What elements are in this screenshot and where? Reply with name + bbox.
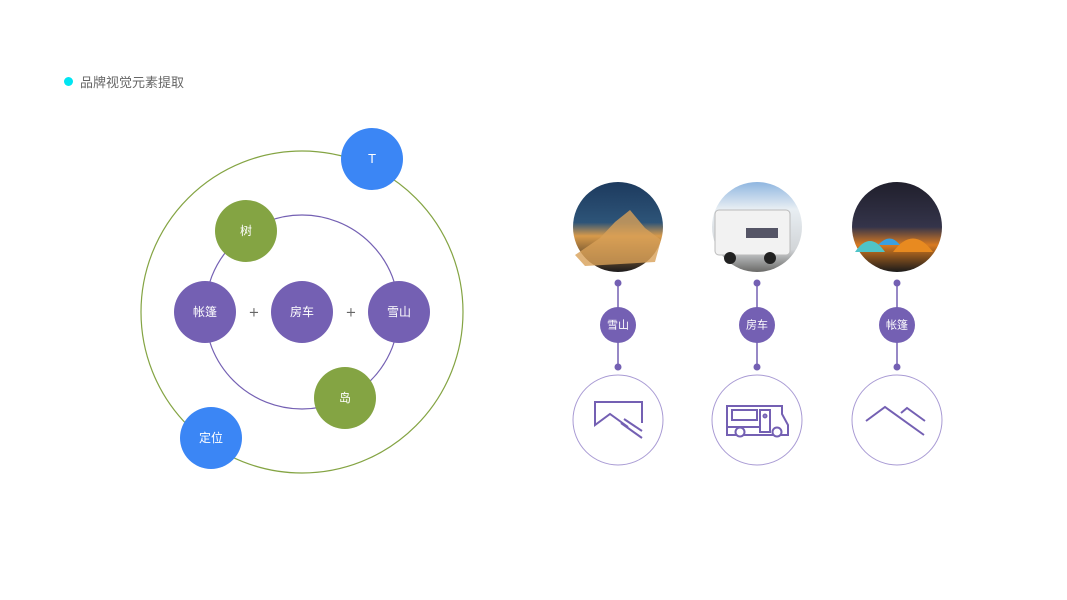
node-locate: 定位	[180, 407, 242, 469]
node-snow: 雪山	[368, 281, 430, 343]
element-label: 雪山	[607, 319, 629, 332]
svg-text:树: 树	[240, 223, 252, 238]
section-header: 品牌视觉元素提取	[64, 72, 184, 91]
bullet-icon	[64, 77, 73, 86]
svg-text:T: T	[367, 152, 376, 166]
element-label: 房车	[746, 318, 768, 332]
svg-text:雪山: 雪山	[387, 305, 411, 319]
node-tree: 树	[215, 200, 277, 262]
outer-ring	[140, 150, 464, 474]
svg-text:定位: 定位	[199, 430, 223, 445]
node-rv: 房车	[271, 281, 333, 343]
svg-text:岛: 岛	[339, 390, 351, 405]
section-title: 品牌视觉元素提取	[80, 76, 185, 91]
element-label: 帐篷	[886, 318, 908, 332]
mountain-icon	[594, 401, 643, 439]
node-t: T	[341, 128, 403, 190]
svg-text:房车: 房车	[290, 304, 314, 319]
tent-icon	[865, 405, 926, 436]
element-column-rv: 房车	[711, 182, 803, 466]
svg-text:帐篷: 帐篷	[193, 304, 217, 319]
plus-sign: +	[249, 306, 260, 321]
plus-sign: +	[346, 306, 357, 321]
tents-photo	[852, 182, 942, 272]
element-column-snow: 雪山	[572, 182, 664, 466]
node-island: 岛	[314, 367, 376, 429]
element-column-tent: 帐篷	[851, 182, 943, 466]
node-tent: 帐篷	[174, 281, 236, 343]
rv-icon	[726, 405, 789, 438]
